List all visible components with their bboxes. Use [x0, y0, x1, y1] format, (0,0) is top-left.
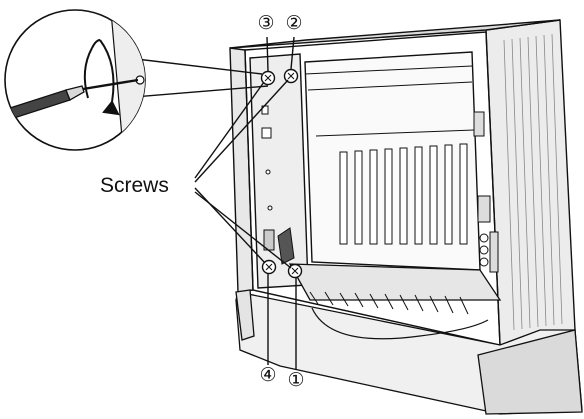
- card-slot: [399, 147, 408, 245]
- tray-cable-guide: [311, 307, 489, 340]
- screws-label: Screws: [100, 174, 169, 197]
- card-slot: [459, 143, 468, 245]
- callout-number-3: ③: [257, 13, 275, 34]
- callout-number-1: ①: [287, 370, 305, 391]
- callout-number-2: ②: [285, 13, 303, 34]
- inner-rails: [304, 65, 475, 137]
- card-slot: [339, 151, 348, 245]
- tray-fingers: [309, 291, 469, 315]
- jack: [479, 257, 489, 267]
- card-slots: [339, 143, 468, 245]
- plate-details: [261, 105, 295, 265]
- clockwise-arrow-icon: [83, 39, 120, 116]
- connector: [477, 195, 491, 223]
- card-slot: [354, 150, 363, 245]
- cabinet-side-panel: [485, 19, 576, 346]
- card-slot: [369, 149, 378, 245]
- tray-comb: [288, 263, 502, 301]
- callout-number-4: ④: [259, 365, 277, 386]
- side-vents: [503, 33, 563, 331]
- left-foot: [235, 289, 255, 341]
- card-slot: [429, 145, 438, 245]
- connector: [473, 111, 485, 137]
- magnifier-inset: [4, 9, 146, 151]
- card-slot: [384, 148, 393, 245]
- jack: [479, 245, 489, 255]
- connector: [489, 231, 499, 273]
- jack: [479, 233, 489, 243]
- cabinet-top: [229, 19, 561, 49]
- card-slot: [444, 144, 453, 245]
- connectors: [473, 111, 499, 273]
- cable-tray: [235, 263, 583, 415]
- card-slot: [414, 146, 423, 245]
- leader-lines: [121, 36, 297, 370]
- screws: [260, 68, 303, 279]
- front-lower-panel: [477, 329, 583, 415]
